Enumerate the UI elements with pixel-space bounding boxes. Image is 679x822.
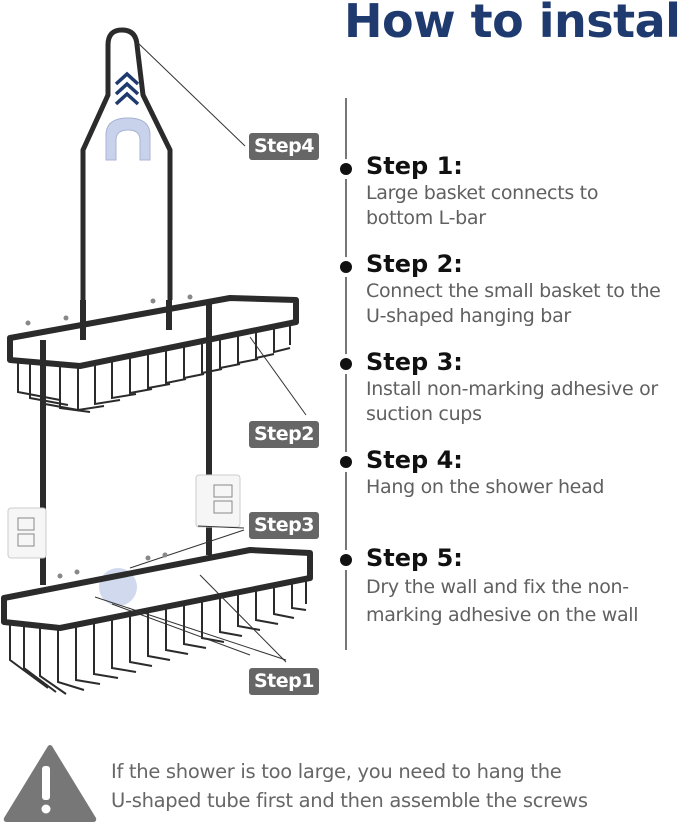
step-2: Step 2: Connect the small basket to the … [366, 250, 679, 329]
warning-text: If the shower is too large, you need to … [111, 757, 671, 815]
badge-step2: Step2 [249, 421, 319, 448]
step-description: Install non-marking adhesive or suction … [366, 378, 658, 425]
warning-icon [3, 745, 97, 822]
up-arrow-icon [114, 71, 140, 106]
timeline-dot-1 [340, 163, 352, 175]
step-4: Step 4: Hang on the shower head [366, 446, 679, 500]
upper-basket [7, 295, 299, 413]
badge-step1: Step1 [249, 668, 319, 695]
step-title: Step 5: [366, 544, 463, 572]
step-title: Step 3: [366, 348, 463, 376]
step-title: Step 2: [366, 250, 463, 278]
step-3: Step 3: Install non-marking adhesive or … [366, 348, 679, 427]
step-title: Step 4: [366, 446, 463, 474]
step-description: Hang on the shower head [366, 476, 605, 498]
step-title: Step 1: [366, 152, 463, 180]
warning-line-2: U-shaped tube first and then assemble th… [111, 789, 588, 812]
step-description: Large basket connects to bottom L-bar [366, 182, 599, 229]
warning-line-1: If the shower is too large, you need to … [111, 760, 562, 783]
step-1: Step 1: Large basket connects to bottom … [366, 152, 679, 231]
step-description: Dry the wall and fix the non-marking adh… [366, 576, 639, 626]
badge-step3: Step3 [249, 512, 319, 539]
timeline-line [345, 98, 347, 650]
step-5: Step 5: Dry the wall and fix the non-mar… [366, 544, 679, 629]
timeline-dot-2 [340, 261, 352, 273]
adhesive-pad-right [195, 474, 241, 528]
page-title: How to install [344, 0, 679, 48]
badge-step4: Step4 [249, 133, 319, 160]
hanging-bar [80, 27, 173, 300]
shower-caddy-illustration [1, 27, 313, 695]
u-hook [105, 117, 151, 161]
timeline-dot-3 [340, 358, 352, 370]
adhesive-pad-left [7, 507, 47, 559]
step-description: Connect the small basket to the U-shaped… [366, 280, 661, 327]
timeline-dot-4 [340, 456, 352, 468]
timeline-dot-5 [340, 554, 352, 566]
